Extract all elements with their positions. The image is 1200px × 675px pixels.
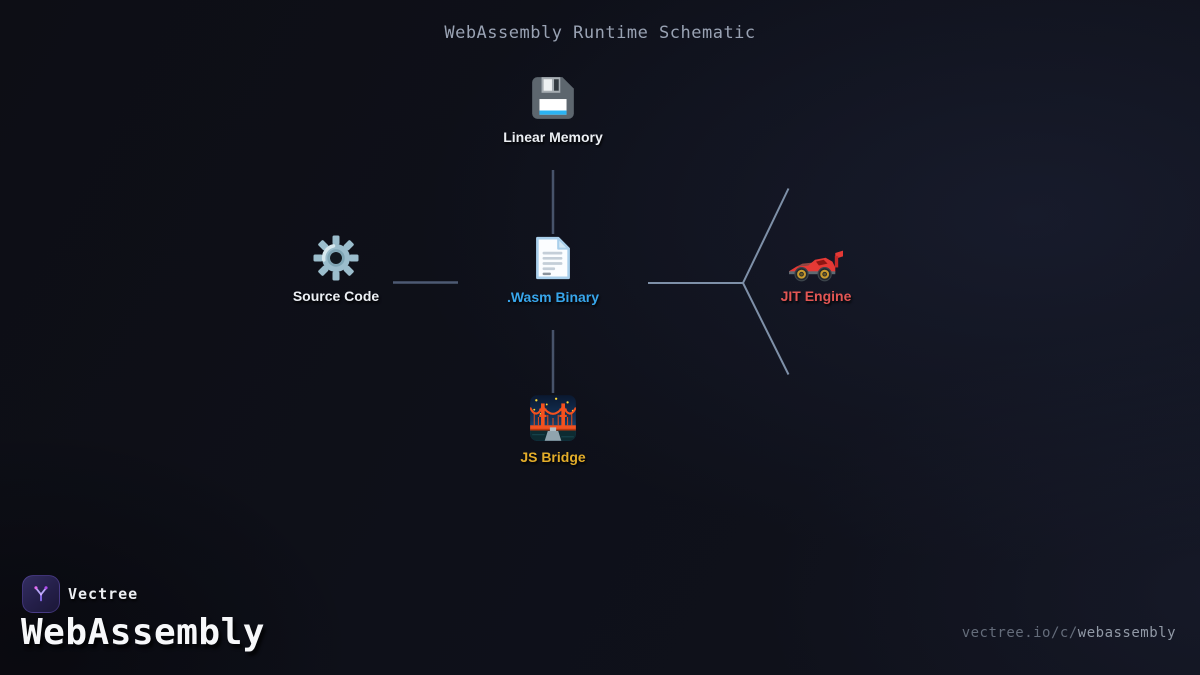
diagram-title: WebAssembly Runtime Schematic [444,23,756,43]
node-label-linear-memory: Linear Memory [503,129,603,145]
node-jit-engine: JIT Engine [731,250,901,304]
bridge-icon [530,395,576,441]
node-wasm-binary: .Wasm Binary [468,233,638,305]
node-linear-memory: Linear Memory [468,73,638,145]
node-label-js-bridge: JS Bridge [520,449,586,465]
brand-name: Vectree [68,585,139,603]
node-js-bridge: JS Bridge [468,393,638,465]
floppy-disk-icon [532,77,574,119]
footer-url-slug: webassembly [1077,625,1176,641]
racing-car-icon [789,250,843,282]
footer-url: vectree.io/c/webassembly [962,625,1176,641]
node-label-source-code: Source Code [292,288,380,304]
vectree-branch-icon [34,586,48,602]
footer-url-prefix: vectree.io/c/ [961,625,1078,641]
gear-icon [313,235,359,281]
node-label-wasm-binary: .Wasm Binary [506,289,600,305]
node-label-jit-engine: JIT Engine [780,288,852,304]
footer-wordmark: WebAssembly [21,612,265,653]
vectree-logo [22,575,60,613]
node-source-code: Source Code [251,234,421,304]
document-icon [536,236,570,280]
